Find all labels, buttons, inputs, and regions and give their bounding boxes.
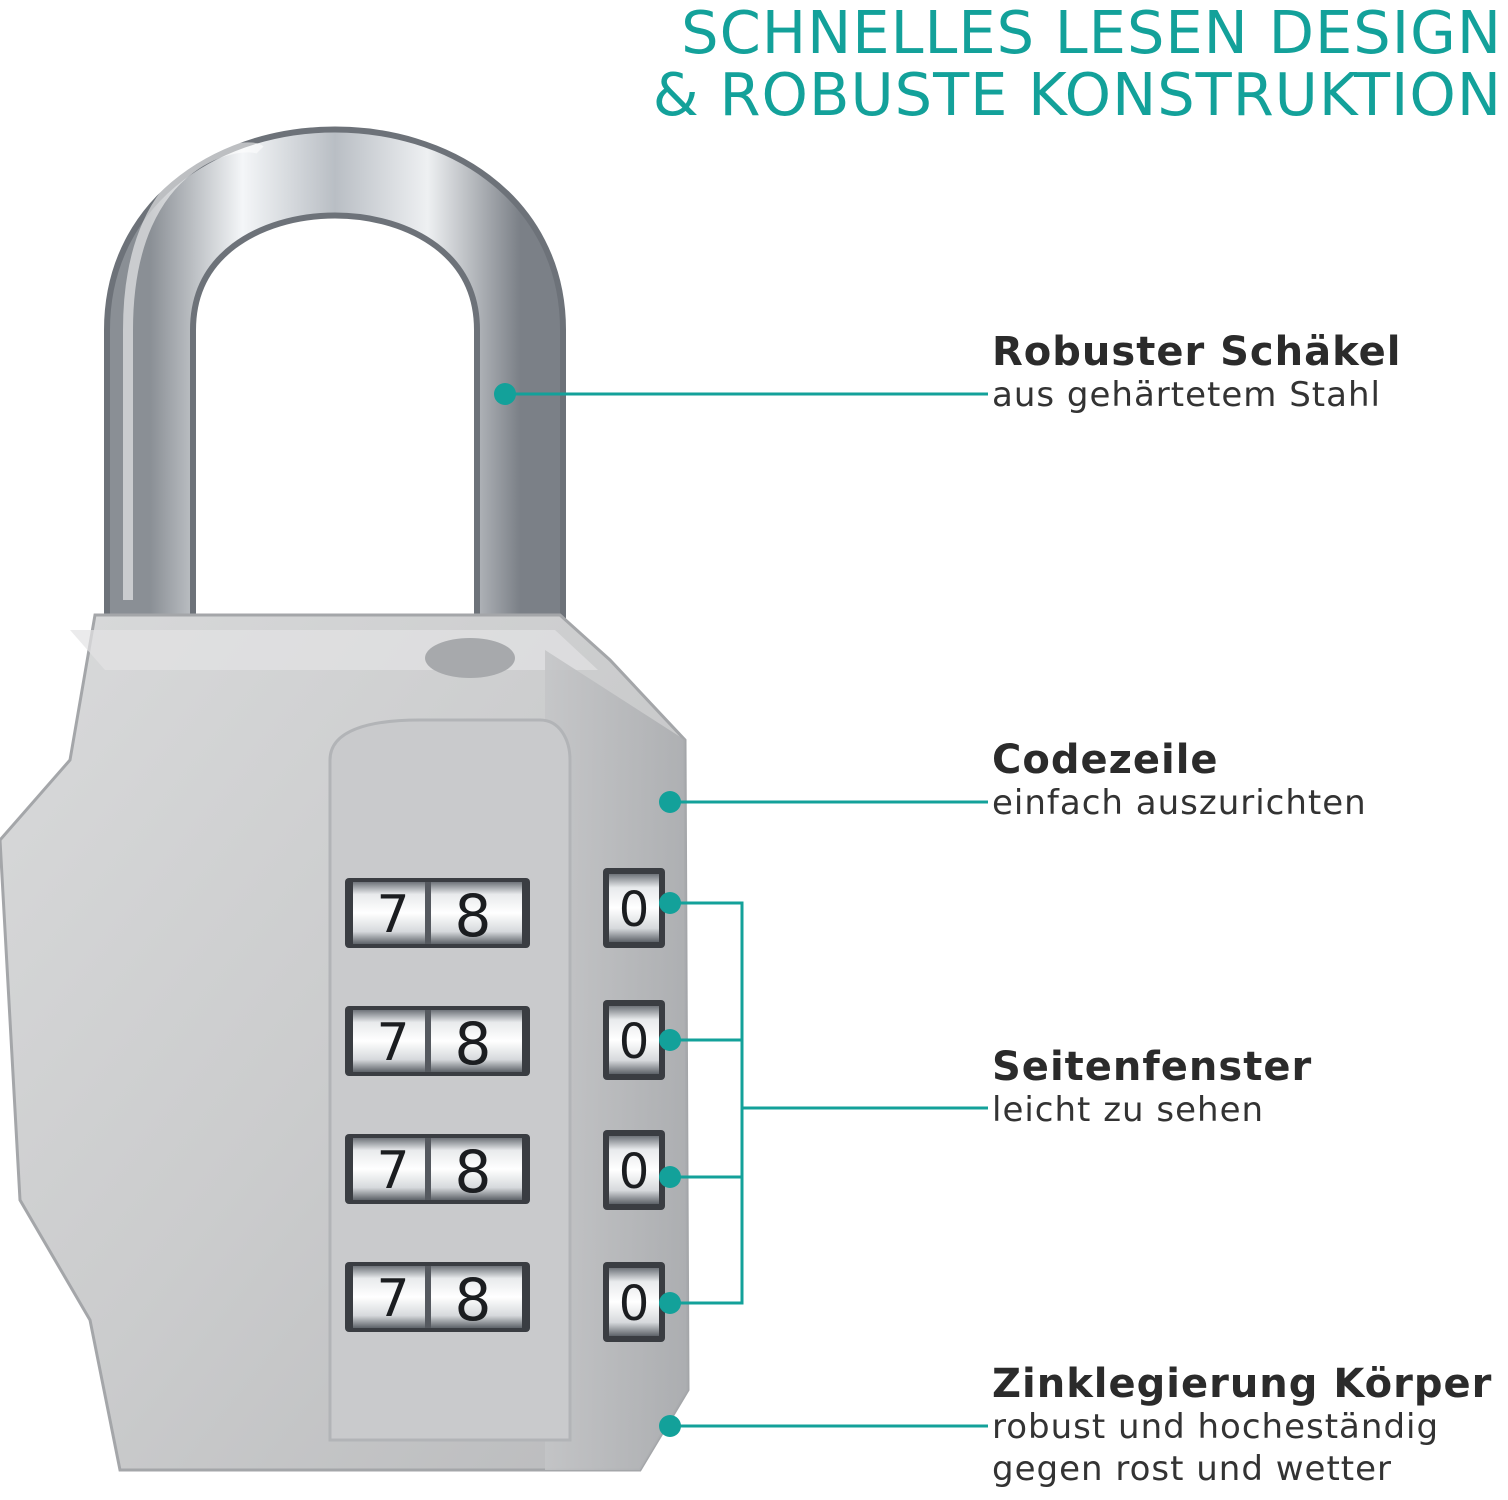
front-digit: 7	[376, 1141, 409, 1201]
callout-zinc-body: Zinklegierung Körper robust und hochestä…	[992, 1362, 1492, 1490]
leader-dot-shackle	[494, 383, 516, 405]
callout-desc: einfach auszurichten	[992, 783, 1367, 823]
front-digit: 8	[455, 1138, 492, 1206]
callout-desc: leicht zu sehen	[992, 1090, 1265, 1130]
side-digit: 0	[619, 1276, 650, 1332]
callout-title: Robuster Schäkel	[992, 329, 1402, 375]
shackle	[104, 126, 566, 680]
leader-bracket-side-windows	[670, 901, 988, 1305]
headline: SCHNELLES LESEN DESIGN & ROBUSTE KONSTRU…	[653, 2, 1502, 126]
leader-dot-code-row	[659, 791, 681, 813]
leader-dot-window-4	[659, 1292, 681, 1314]
callout-desc: robust und hocheständig	[992, 1407, 1440, 1447]
front-digit: 8	[455, 1010, 492, 1078]
front-digit: 7	[376, 1269, 409, 1329]
side-digit: 0	[619, 1014, 650, 1070]
front-digit: 7	[376, 885, 409, 945]
front-digit: 8	[455, 1266, 492, 1334]
callout-side-windows: Seitenfenster leicht zu sehen	[992, 1045, 1312, 1131]
headline-line-1: SCHNELLES LESEN DESIGN	[681, 0, 1502, 67]
side-windows: 0 0 0 0	[603, 868, 665, 1342]
callout-title: Zinklegierung Körper	[992, 1361, 1493, 1407]
leader-dot-window-2	[659, 1029, 681, 1051]
callout-shackle: Robuster Schäkel aus gehärtetem Stahl	[992, 330, 1401, 416]
leader-dot-window-3	[659, 1166, 681, 1188]
front-digit: 8	[455, 882, 492, 950]
front-digit: 7	[376, 1013, 409, 1073]
side-digit: 0	[619, 1144, 650, 1200]
callout-leaders	[494, 383, 988, 1437]
side-digit: 0	[619, 882, 650, 938]
lock-body	[0, 613, 690, 1472]
callout-code-row: Codezeile einfach auszurichten	[992, 738, 1367, 824]
front-code-wheels: 7 8 7 8 7 8 7 8	[345, 878, 530, 1334]
callout-title: Codezeile	[992, 737, 1219, 783]
headline-line-2: & ROBUSTE KONSTRUKTION	[652, 60, 1502, 129]
callout-desc: aus gehärtetem Stahl	[992, 375, 1381, 415]
callout-desc: gegen rost und wetter	[992, 1449, 1393, 1489]
leader-dot-body	[659, 1415, 681, 1437]
callout-title: Seitenfenster	[992, 1044, 1313, 1090]
leader-dot-window-1	[659, 892, 681, 914]
